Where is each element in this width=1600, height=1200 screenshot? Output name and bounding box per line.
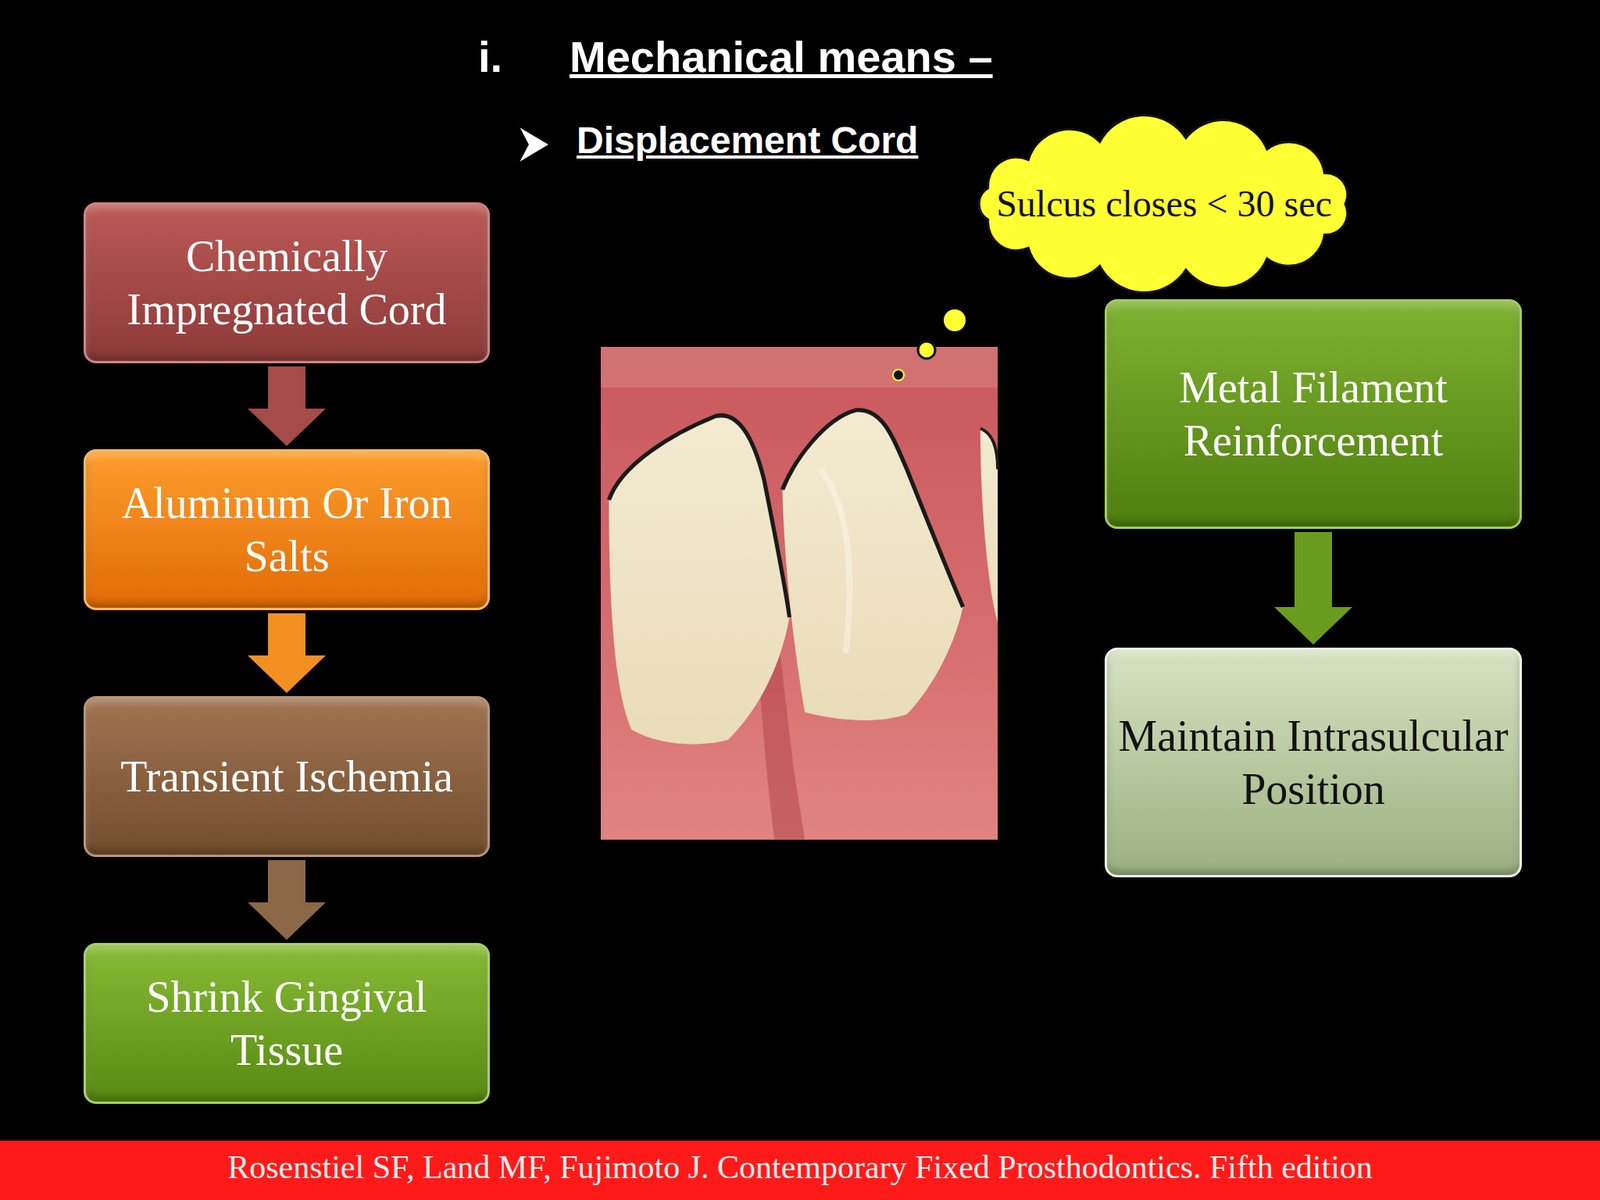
thought-cloud: Sulcus closes < 30 sec	[960, 117, 1368, 291]
clinical-photo	[600, 346, 998, 840]
node-label: Chemically Impregnated Cord	[85, 229, 488, 337]
thought-bubble	[892, 369, 904, 381]
node-label: Shrink Gingival Tissue	[85, 970, 488, 1078]
bullet-arrow	[521, 129, 547, 160]
reference-caption: Rosenstiel SF, Land MF, Fujimoto J. Cont…	[0, 1148, 1600, 1186]
thought-bubble	[943, 309, 966, 332]
flow-arrow	[247, 613, 326, 693]
flow-arrow	[247, 860, 326, 940]
node-label: Sulcus closes < 30 sec	[985, 181, 1343, 228]
cloud-outline	[978, 114, 1348, 293]
process-box: Chemically Impregnated Cord	[83, 202, 490, 364]
node-label: Maintain Intrasulcular Position	[1107, 709, 1520, 817]
section-number: i.	[478, 31, 503, 83]
thought-bubble	[917, 341, 936, 359]
flow-arrow	[247, 366, 326, 447]
footer-bar	[0, 1140, 1600, 1200]
subheading: Displacement Cord	[576, 118, 918, 162]
process-box: Maintain Intrasulcular Position	[1104, 647, 1522, 878]
node-label: Transient Ischemia	[109, 750, 465, 804]
slide-title: Mechanical means –	[569, 31, 993, 83]
node-label: Metal Filament Reinforcement	[1107, 360, 1520, 468]
process-box: Metal Filament Reinforcement	[1104, 299, 1522, 529]
node-label: Aluminum Or Iron Salts	[85, 476, 488, 584]
flow-arrow	[1274, 532, 1353, 645]
process-box: Aluminum Or Iron Salts	[83, 449, 490, 611]
process-box: Transient Ischemia	[83, 696, 490, 858]
process-box: Shrink Gingival Tissue	[83, 942, 490, 1104]
